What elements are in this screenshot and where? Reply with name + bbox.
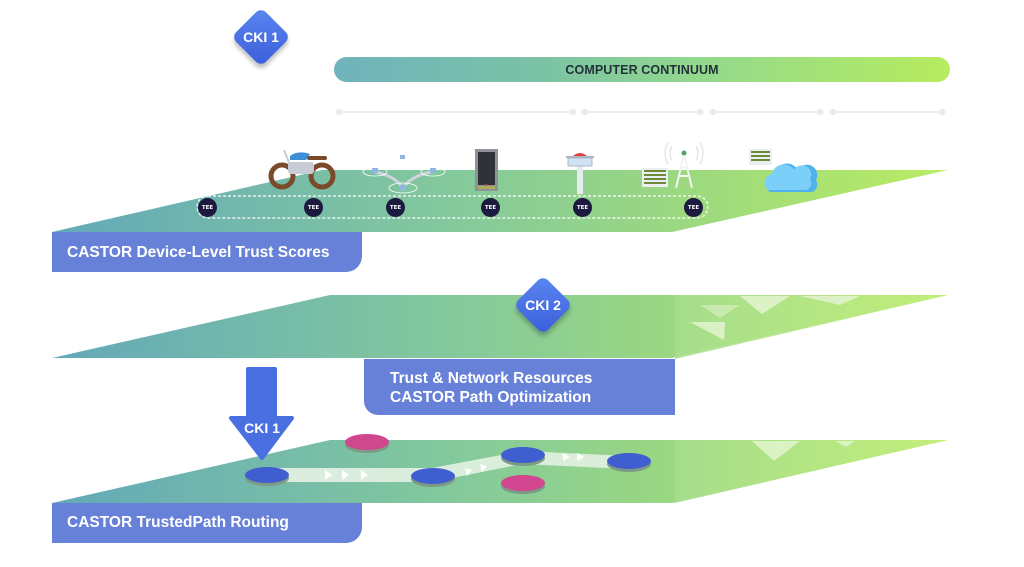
path-direction-arrows (325, 453, 584, 480)
tee-badge[interactable]: TEE (386, 198, 405, 217)
cloud-icon (764, 163, 818, 192)
path-optimization-label: Trust & Network Resources CASTOR Path Op… (364, 359, 675, 415)
cell-tower-icon (642, 141, 704, 189)
drone-swarm-icon (362, 155, 446, 194)
node-blue-4 (607, 453, 651, 469)
motorcycle-icon (268, 149, 336, 190)
node-blue-3 (501, 447, 545, 463)
path-optimization-line2: CASTOR Path Optimization (390, 389, 592, 406)
server-rack-icon (475, 149, 498, 191)
tee-badge[interactable]: TEE (684, 198, 703, 217)
device-trust-label: CASTOR Device-Level Trust Scores (52, 232, 362, 272)
tee-badge[interactable]: TEE (198, 198, 217, 217)
layer-3-chevrons (752, 441, 855, 461)
node-blue-2 (411, 468, 455, 484)
cki1-arrow-label: CKI 1 (244, 420, 280, 436)
device-trust-label-text: CASTOR Device-Level Trust Scores (67, 244, 330, 261)
tee-badge[interactable]: TEE (573, 198, 592, 217)
control-tower-icon (566, 153, 594, 194)
downward-chevrons (690, 296, 860, 340)
cki2-diamond-label: CKI 2 (525, 297, 561, 313)
tee-track[interactable] (196, 195, 709, 219)
computer-continuum-bar: COMPUTER CONTINUUM (334, 57, 950, 82)
trusted-routing-label-text: CASTOR TrustedPath Routing (67, 514, 289, 531)
node-blue-1 (245, 467, 289, 483)
tee-badge[interactable]: TEE (481, 198, 500, 217)
path-optimization-line1: Trust & Network Resources (390, 370, 593, 387)
continuum-label: COMPUTER CONTINUUM (565, 62, 719, 77)
node-magenta-2 (501, 475, 545, 491)
edge-rack-icon (749, 149, 772, 165)
trusted-routing-label: CASTOR TrustedPath Routing (52, 503, 362, 543)
tee-badge[interactable]: TEE (304, 198, 323, 217)
cki1-diamond-label: CKI 1 (243, 29, 279, 45)
layer-2-overlay (675, 295, 948, 359)
node-magenta-1 (345, 434, 389, 450)
layer-3-overlay (675, 440, 948, 503)
route-nodes (245, 434, 651, 494)
cki1-down-arrow (229, 367, 294, 460)
continuum-segments (335, 108, 946, 116)
